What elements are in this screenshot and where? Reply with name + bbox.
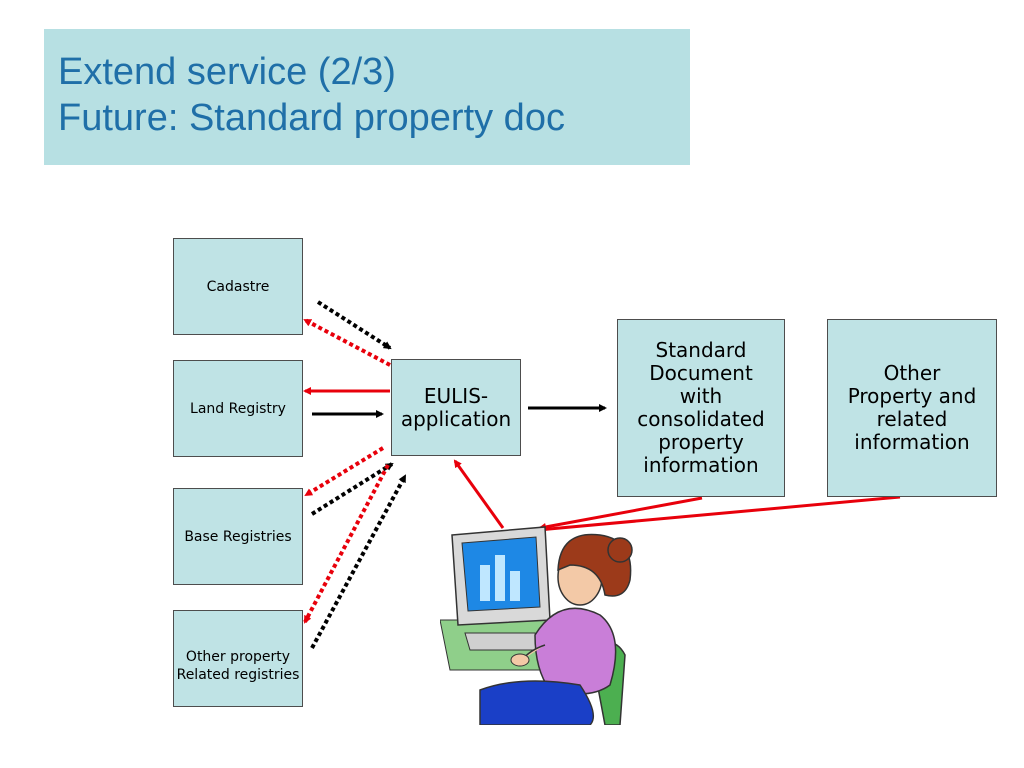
cadastre-box: Cadastre: [173, 238, 303, 335]
arrow-other-info-to-user: [536, 495, 901, 534]
base-registries-label: Base Registries: [184, 528, 292, 545]
standard-doc-line-1: Standard: [655, 338, 747, 362]
other-info-line-4: information: [854, 430, 970, 454]
other-info-line-3: related: [876, 407, 948, 431]
arrow-eulis-to-base-registries: [304, 446, 385, 497]
standard-doc-line-6: information: [643, 453, 759, 477]
arrow-eulis-to-other-registries: [303, 464, 390, 624]
eulis-line-2: application: [400, 406, 512, 431]
other-info-line-2: Property and: [847, 384, 977, 408]
title-line-2: Future: Standard property doc: [58, 97, 565, 139]
other-information-box: Other Property and related information: [827, 319, 997, 497]
standard-doc-line-2: Document: [649, 361, 753, 385]
woman-at-computer-icon: [439, 525, 640, 726]
cadastre-label: Cadastre: [206, 278, 270, 295]
other-property-registries-box: Other property Related registries: [173, 610, 303, 707]
arrow-user-to-eulis: [453, 459, 505, 529]
other-property-line-2: Related registries: [176, 667, 300, 683]
title-line-1: Extend service (2/3): [58, 51, 396, 93]
eulis-application-box: EULIS- application: [391, 359, 521, 456]
other-property-line-1: Other property: [185, 649, 291, 665]
standard-doc-line-4: consolidated: [637, 407, 765, 431]
land-registry-label: Land Registry: [190, 400, 286, 417]
arrow-cadastre-to-eulis: [316, 300, 392, 350]
land-registry-box: Land Registry: [173, 360, 303, 457]
standard-doc-line-5: property: [658, 430, 744, 454]
arrow-eulis-to-cadastre: [303, 318, 391, 367]
eulis-line-1: EULIS-: [423, 383, 489, 408]
base-registries-box: Base Registries: [173, 488, 303, 585]
standard-doc-line-3: with: [679, 384, 723, 408]
arrow-standard-doc-to-user: [538, 496, 703, 531]
arrow-other-registries-to-eulis: [310, 474, 407, 649]
standard-document-box: Standard Document with consolidated prop…: [617, 319, 785, 497]
title-box: Extend service (2/3) Future: Standard pr…: [44, 29, 690, 165]
other-info-line-1: Other: [883, 361, 941, 385]
arrow-base-registries-to-eulis: [310, 462, 394, 516]
